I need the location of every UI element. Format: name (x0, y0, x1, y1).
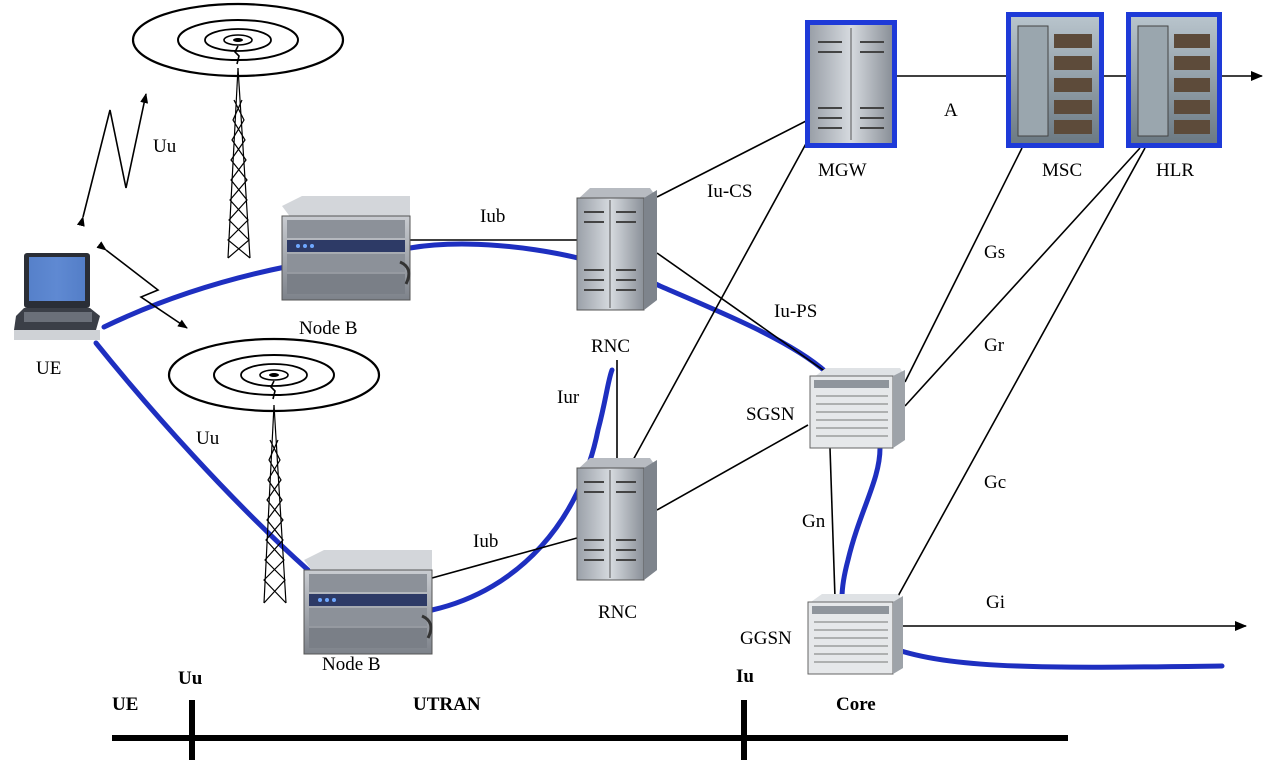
label-iu-cs: Iu-CS (707, 181, 752, 202)
label-msc: MSC (1042, 160, 1082, 181)
label-iu-ps: Iu-PS (774, 301, 817, 322)
label-sgsn: SGSN (746, 404, 795, 425)
blue-link-ggsn-out (895, 647, 1225, 670)
label-mgw: MGW (818, 160, 867, 181)
mgw-icon (805, 20, 897, 148)
ggsn-icon (807, 594, 903, 675)
link-gn (829, 447, 836, 599)
rnc-top-icon (576, 188, 657, 311)
label-iub-top: Iub (480, 206, 505, 227)
blue-link-sgsn-ggsn (839, 445, 883, 601)
domain-axis (112, 700, 1068, 760)
link-iub-bottom (431, 537, 578, 579)
label-gr: Gr (984, 335, 1005, 356)
label-uu-air-bottom: Uu (196, 428, 220, 449)
node-labels: UE Node B Node B RNC RNC MGW MSC HLR SGS… (36, 160, 1194, 675)
label-hlr: HLR (1156, 160, 1194, 181)
node-b-bottom-icon (303, 550, 433, 655)
domain-labels: UE Uu UTRAN Iu Core (112, 666, 876, 715)
antenna-bottom (167, 337, 381, 604)
domain-label-utran: UTRAN (413, 694, 481, 715)
label-gs: Gs (984, 242, 1005, 263)
label-gc: Gc (984, 472, 1006, 493)
antenna-top (131, 2, 345, 259)
thin-links (410, 71, 1263, 631)
link-iu-ps-bottom (656, 424, 809, 511)
domain-label-uu: Uu (178, 668, 203, 689)
label-a: A (944, 100, 958, 121)
label-node-b-bottom: Node B (322, 654, 381, 675)
link-iu-cs-top (656, 119, 809, 198)
label-rnc-bottom: RNC (598, 602, 637, 623)
label-rnc-top: RNC (591, 336, 630, 357)
blue-link-ue-nodeb-bottom (93, 340, 311, 573)
blue-links (93, 241, 1225, 670)
domain-label-core: Core (836, 694, 876, 715)
link-iu-cs-bottom (631, 139, 809, 463)
label-iub-bottom: Iub (473, 531, 498, 552)
blue-link-ue-nodeb-top (101, 263, 293, 330)
label-gn: Gn (802, 511, 826, 532)
laptop-icon (14, 253, 100, 340)
link-gs (904, 147, 1023, 383)
label-iur: Iur (557, 387, 580, 408)
link-iu-ps-top (656, 252, 827, 373)
hlr-icon (1126, 12, 1222, 148)
link-gc (896, 147, 1146, 599)
sgsn-icon (809, 368, 905, 449)
label-ggsn: GGSN (740, 628, 792, 649)
label-ue: UE (36, 358, 61, 379)
domain-label-ue: UE (112, 694, 138, 715)
uu-air-link-top (76, 93, 149, 227)
rnc-bottom-icon (576, 458, 657, 581)
interface-labels: Uu Uu Iub Iub Iur Iu-CS Iu-PS A Gs Gr Gc… (153, 100, 1006, 613)
label-gi: Gi (986, 592, 1005, 613)
link-gr (904, 147, 1141, 407)
uu-air-link-ue (96, 241, 188, 329)
domain-label-iu: Iu (736, 666, 754, 687)
label-uu-air-top: Uu (153, 136, 177, 157)
label-node-b-top: Node B (299, 318, 358, 339)
msc-icon (1006, 12, 1104, 148)
node-b-top-icon (281, 196, 411, 301)
